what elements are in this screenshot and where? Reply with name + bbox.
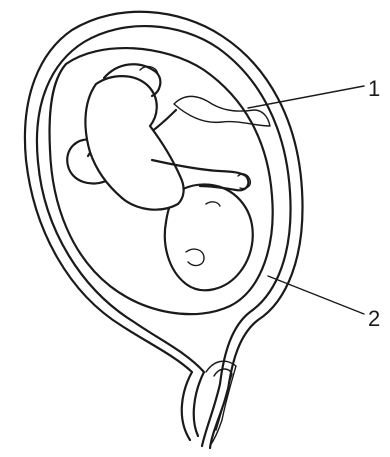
fetus-body [85, 76, 183, 210]
leader-line-1 [248, 86, 364, 108]
placenta [174, 96, 270, 126]
label-1: 1 [368, 76, 380, 101]
label-2: 2 [368, 306, 380, 331]
